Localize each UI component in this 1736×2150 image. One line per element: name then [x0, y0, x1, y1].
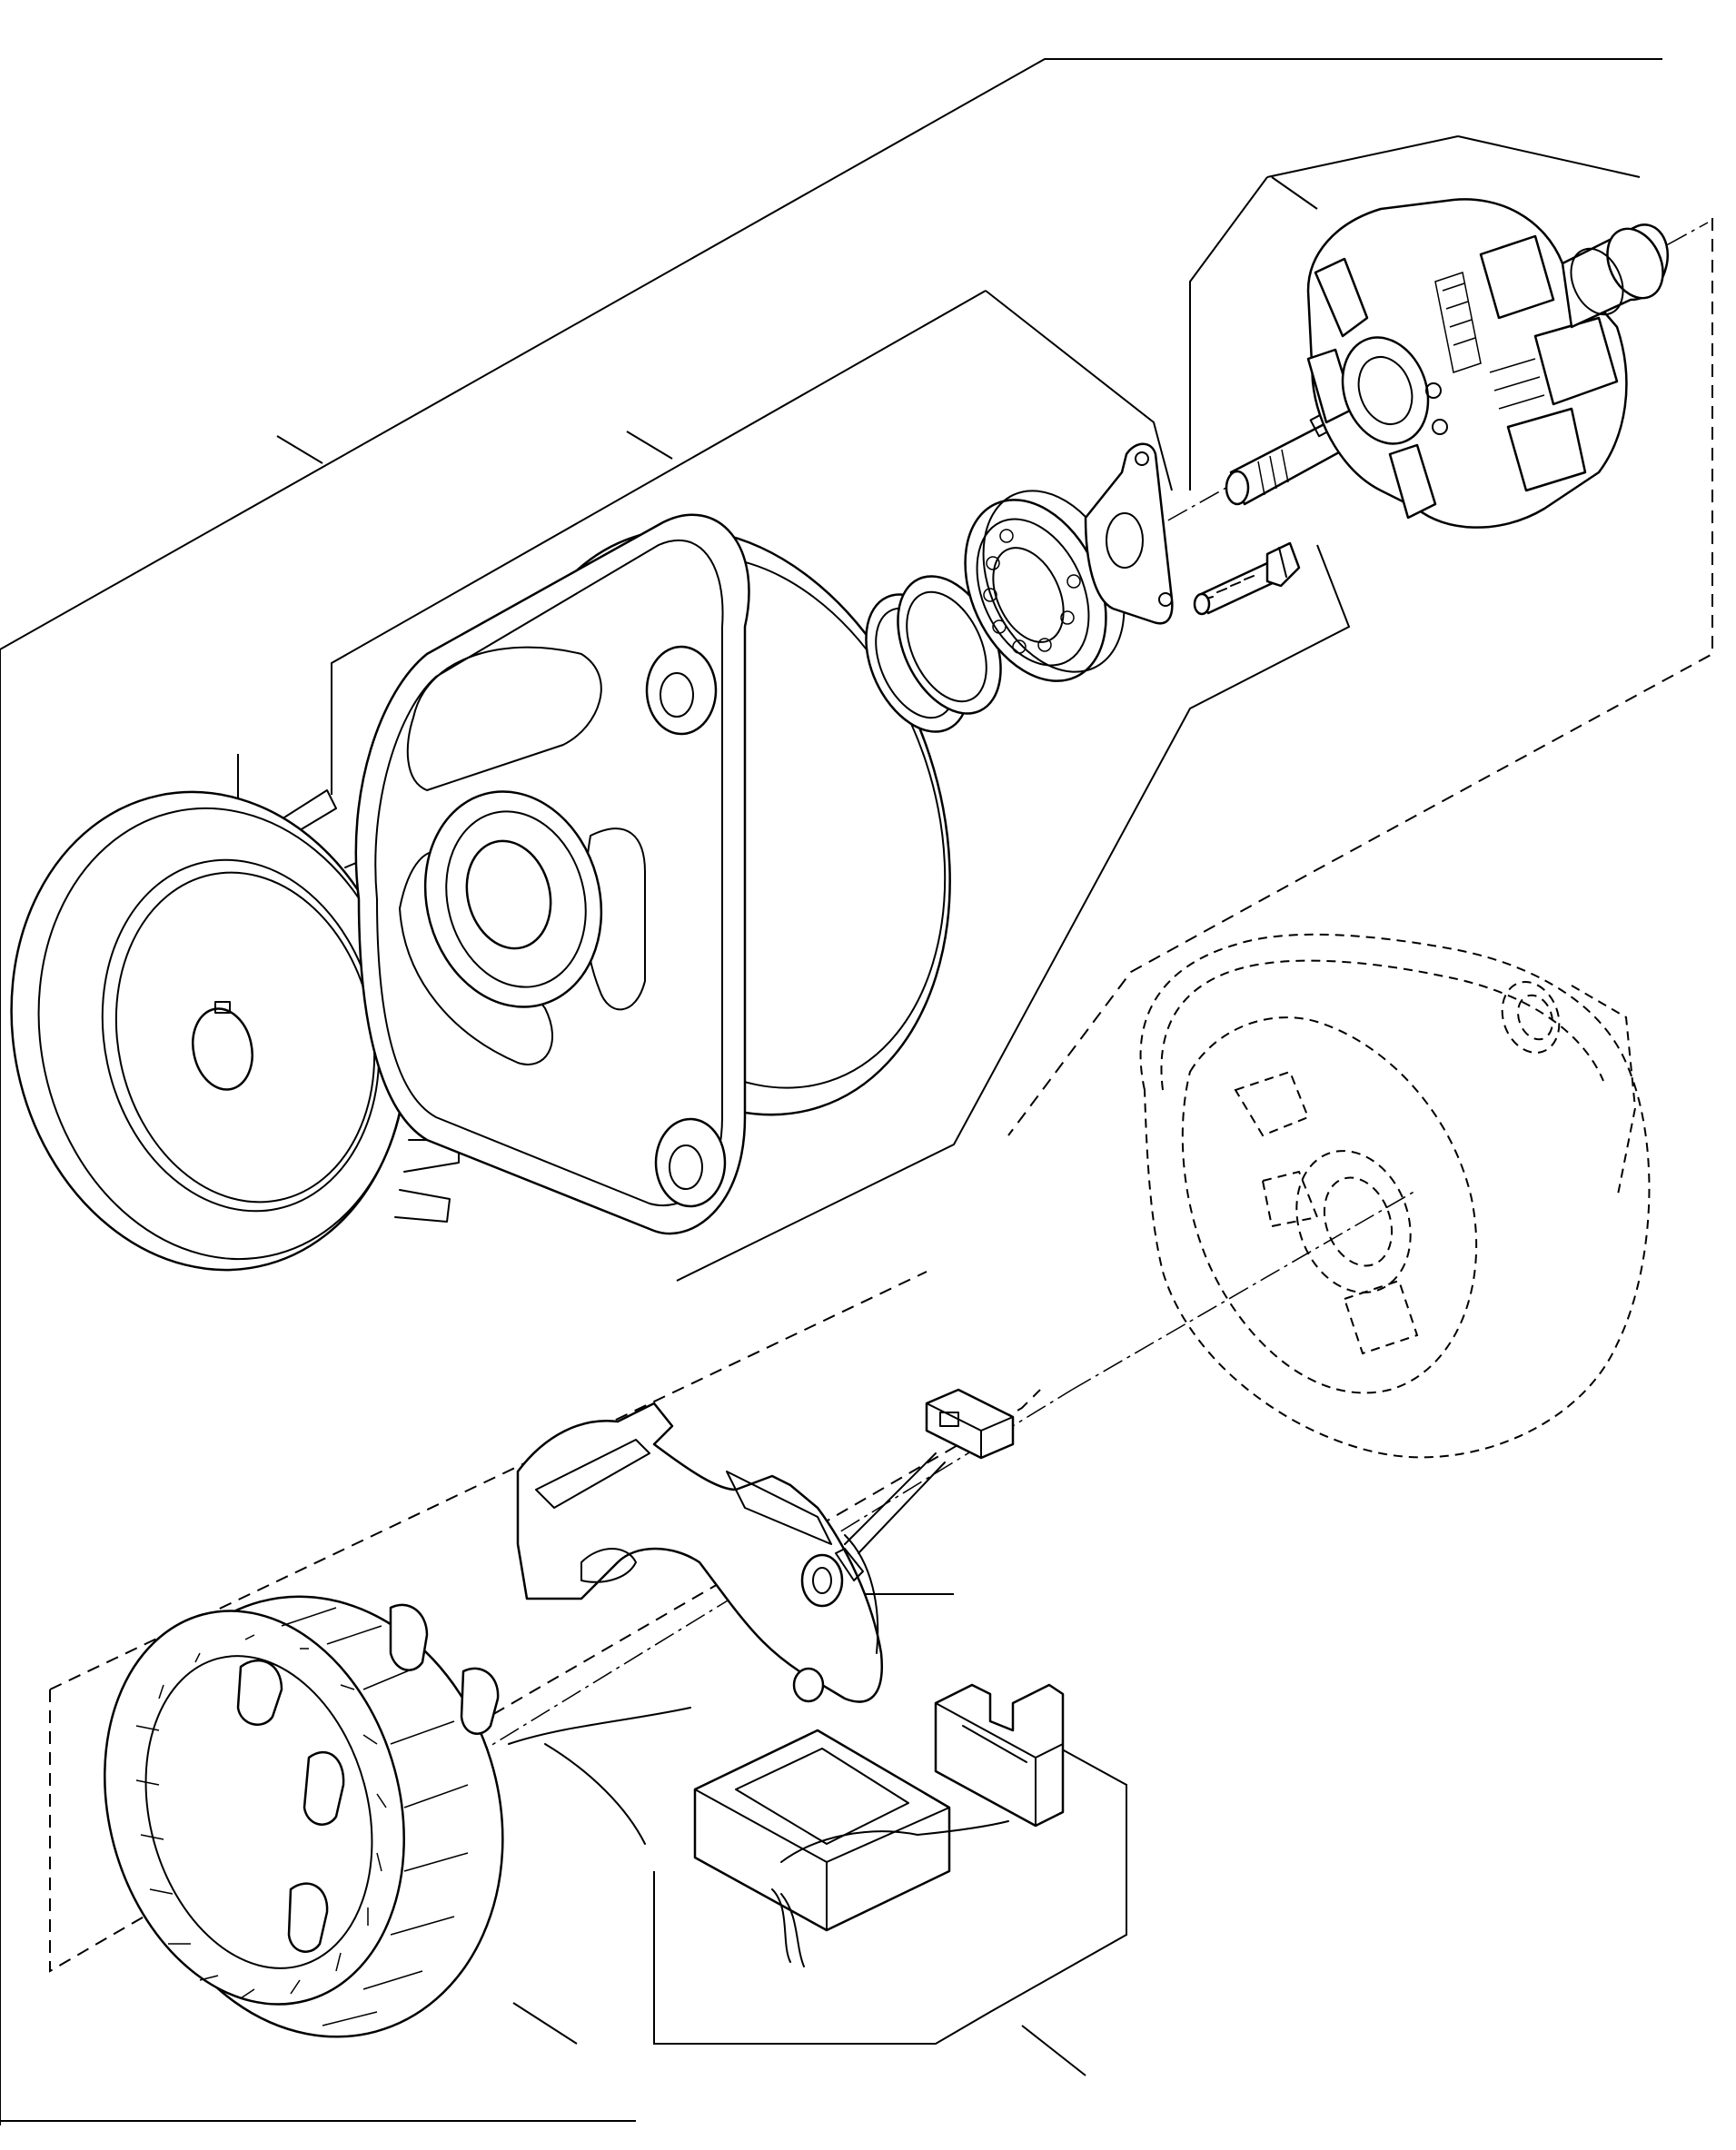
stator-icon [104, 1595, 691, 2038]
bolt-icon [1193, 541, 1301, 616]
brush-holder-icon [516, 1388, 1015, 1703]
drive-end-bracket-icon [354, 513, 951, 1235]
rotor-icon [1225, 198, 1670, 529]
dashed-envelope-lower [49, 1271, 1041, 1973]
leader-lines [0, 58, 1662, 2125]
slip-ring-end-bracket-icon [1139, 933, 1651, 1459]
regulator-icon [934, 1683, 1065, 1828]
rectifier-icon [693, 1729, 1009, 1967]
bearing-retainer-plate-icon [1084, 442, 1174, 625]
